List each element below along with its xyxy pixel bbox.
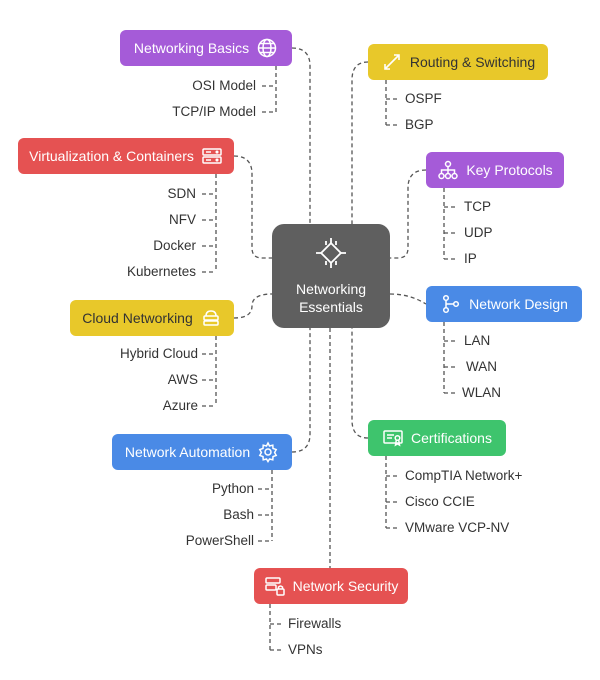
connector-routing-switching — [351, 61, 369, 224]
branch-routing-switching[interactable]: Routing & Switching — [368, 44, 548, 80]
leaf-firewalls: Firewalls — [288, 616, 342, 631]
cloud-server-icon — [200, 307, 222, 329]
gear-icon — [257, 441, 279, 463]
central-topic-line1: Networking — [295, 281, 367, 297]
branch-label: Network Automation — [124, 444, 251, 460]
leaf-lan: LAN — [464, 333, 491, 348]
leaf-sdn: SDN — [167, 186, 196, 201]
certificate-icon — [382, 427, 404, 449]
leaf-ospf: OSPF — [405, 91, 442, 106]
leaf-wan: WAN — [466, 359, 497, 374]
branch-key-protocols[interactable]: Key Protocols — [426, 152, 564, 188]
leaf-bash: Bash — [223, 507, 254, 522]
swap-arrows-icon — [381, 51, 403, 73]
branch-network-design[interactable]: Network Design — [426, 286, 582, 322]
leaf-aws: AWS — [167, 372, 198, 387]
network-hierarchy-icon — [437, 159, 459, 181]
leaf-nfv: NFV — [169, 212, 196, 227]
leaf-docker: Docker — [153, 238, 196, 253]
branch-label: Routing & Switching — [409, 54, 536, 70]
leaf-vmware-vcp-nv: VMware VCP-NV — [405, 520, 510, 535]
leaf-vpns: VPNs — [288, 642, 323, 657]
connector-cloud-networking — [233, 293, 273, 319]
leaf-azure: Azure — [162, 398, 198, 413]
leaf-wlan: WLAN — [462, 385, 502, 400]
branch-network-automation[interactable]: Network Automation — [112, 434, 292, 470]
connector-network-design — [389, 293, 427, 305]
git-branch-icon — [440, 293, 462, 315]
connector-networking-basics — [291, 47, 311, 224]
leaf-udp: UDP — [464, 225, 493, 240]
leaf-tcpip-model: TCP/IP Model — [172, 104, 256, 119]
branch-label: Virtualization & Containers — [29, 148, 194, 164]
branch-label: Key Protocols — [466, 162, 553, 178]
connector-virtualization — [233, 155, 272, 259]
leaf-hybrid-cloud: Hybrid Cloud — [119, 346, 198, 361]
leaf-tcp: TCP — [464, 199, 491, 214]
branch-label: Networking Basics — [133, 40, 250, 56]
branch-certifications[interactable]: Certifications — [368, 420, 506, 456]
central-topic: Networking Essentials — [272, 224, 390, 328]
branch-label: Network Design — [469, 296, 568, 312]
connector-certifications — [351, 328, 369, 439]
leaf-osi-model: OSI Model — [192, 78, 256, 93]
branch-networking-basics[interactable]: Networking Basics — [120, 30, 292, 66]
branch-label: Cloud Networking — [82, 310, 193, 326]
branch-network-security[interactable]: Network Security — [254, 568, 408, 604]
connector-key-protocols — [390, 169, 427, 259]
central-topic-line2: Essentials — [299, 299, 363, 315]
globe-icon — [256, 37, 278, 59]
branch-cloud-networking[interactable]: Cloud Networking — [70, 300, 234, 336]
circuit-chip-icon — [314, 236, 348, 274]
server-lock-icon — [264, 575, 286, 597]
branch-label: Network Security — [292, 578, 399, 594]
leaf-comptia-network-plus: CompTIA Network+ — [405, 468, 523, 483]
connector-network-automation — [291, 328, 311, 453]
leaf-powershell: PowerShell — [185, 533, 254, 548]
leaf-kubernetes: Kubernetes — [126, 264, 196, 279]
branch-virtualization-containers[interactable]: Virtualization & Containers — [18, 138, 234, 174]
leaf-python: Python — [211, 481, 254, 496]
leaf-cisco-ccie: Cisco CCIE — [405, 494, 475, 509]
leaf-bgp: BGP — [405, 117, 434, 132]
server-rack-icon — [201, 145, 223, 167]
branch-label: Certifications — [411, 430, 492, 446]
leaf-ip: IP — [464, 251, 477, 266]
